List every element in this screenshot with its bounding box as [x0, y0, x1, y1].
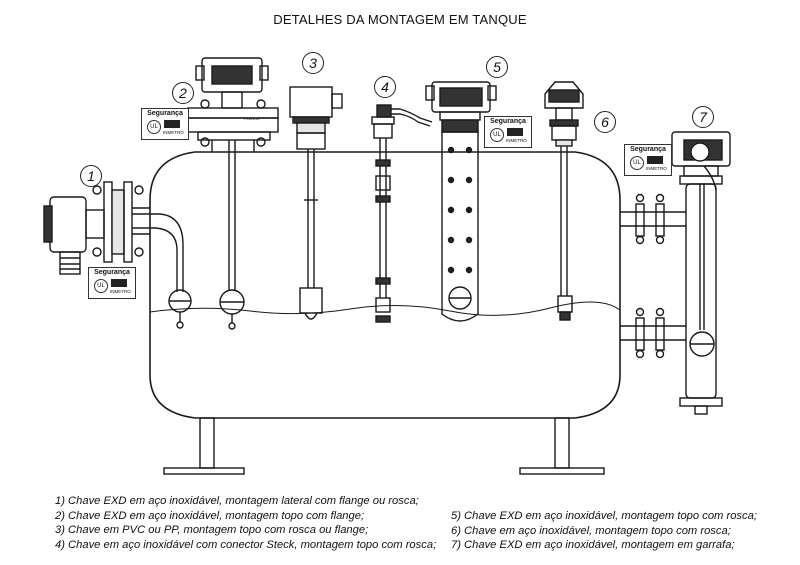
tank-body [149, 151, 621, 419]
tank-legs [163, 417, 605, 475]
switch-7-bottle-mount [620, 131, 731, 415]
switch-1-side-mount [43, 181, 192, 329]
callout-5: 5 [486, 56, 508, 78]
page-title: DETALHES DA MONTAGEM EM TANQUE [273, 12, 527, 27]
switch-2-top-flange [187, 57, 279, 330]
callout-7: 7 [692, 106, 714, 128]
flange-plate-text: FLANGE [244, 116, 260, 121]
switch-5-top-thread [425, 81, 497, 322]
callout-1: 1 [80, 165, 102, 187]
callout-3: 3 [302, 52, 324, 74]
switch-3-pvc-pp [289, 86, 343, 320]
switch-4-steck-connector [371, 104, 433, 323]
legend-item-5: 5) Chave EXD em aço inoxidável, montagem… [451, 510, 757, 522]
legend-item-4: 4) Chave em aço inoxidável com conector … [55, 538, 437, 551]
callout-2: 2 [172, 82, 194, 104]
legend-item-2: 2) Chave EXD em aço inoxidável, montagem… [55, 509, 365, 522]
legend-right: 5) Chave EXD em aço inoxidável, montagem… [451, 509, 757, 553]
legend-left: 1) Chave EXD em aço inoxidável, montagem… [55, 494, 436, 552]
legend-item-7: 7) Chave EXD em aço inoxidável, montagem… [451, 539, 735, 552]
switch-6-top-thread [544, 81, 584, 321]
legend-item-6: 6) Chave em aço inoxidável, montagem top… [451, 524, 731, 537]
callout-4: 4 [374, 76, 396, 98]
callout-6: 6 [594, 111, 616, 133]
legend-item-1: 1) Chave EXD em aço inoxidável, montagem… [55, 495, 419, 507]
legend-item-3: 3) Chave em PVC ou PP, montagem topo com… [55, 524, 369, 537]
